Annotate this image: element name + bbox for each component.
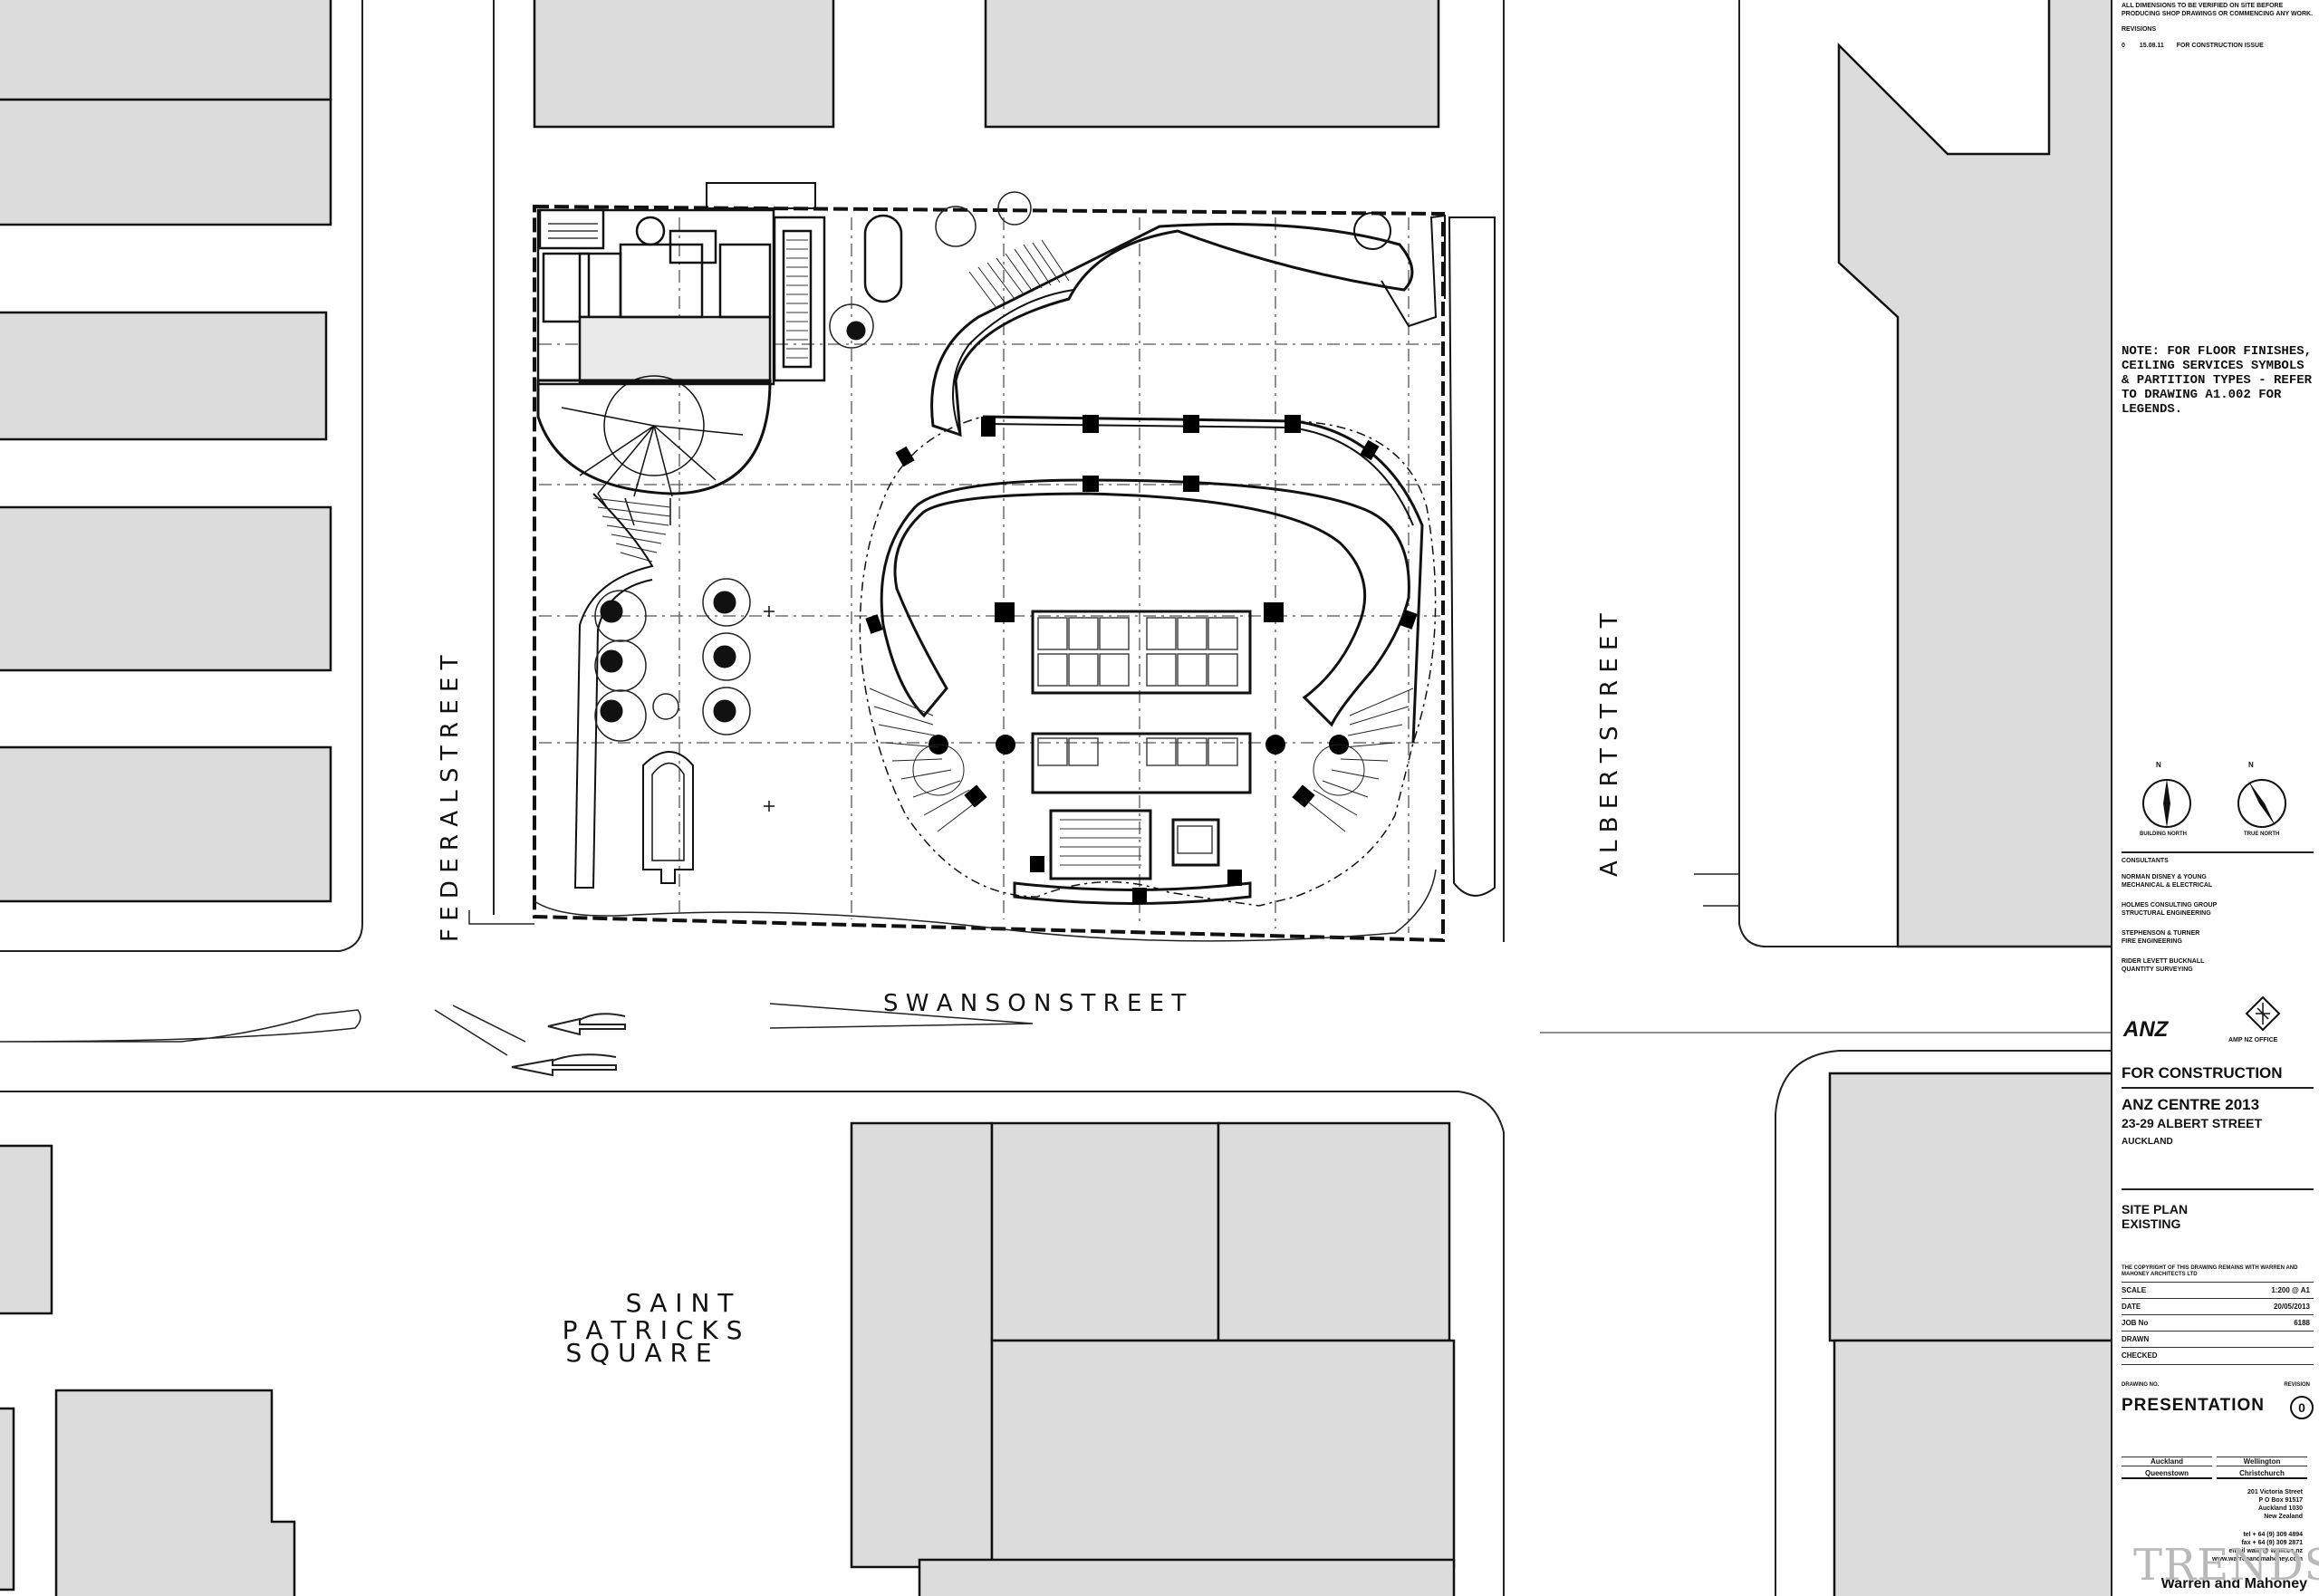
building-block [0,311,328,441]
consultant-name: NORMAN DISNEY & YOUNG [2122,874,2207,880]
revision-entry: 0 15.08.11 FOR CONSTRUCTION ISSUE [2122,42,2314,50]
client-logos: ANZ AMP NZ OFFICE [2122,992,2314,1055]
building-block [984,0,1440,129]
building-block [918,1558,1456,1596]
consultant-item: RIDER LEVETT BUCKNALL QUANTITY SURVEYING [2122,957,2314,974]
consultant-name: RIDER LEVETT BUCKNALL [2122,958,2205,965]
building-block [54,1389,296,1596]
building-block [0,0,332,101]
amp-logo-text: AMP NZ OFFICE [2228,1037,2278,1043]
office-christchurch: Christchurch [2217,1469,2307,1479]
north-arrows: N N BUILDING NORTH TRUE NORTH [2122,761,2314,844]
drawing-no-label: DRAWING NO. [2122,1382,2160,1388]
true-north-letter: N [2248,761,2254,769]
amp-logo-icon [2245,995,2281,1032]
consultant-item: STEPHENSON & TURNER FIRE ENGINEERING [2122,929,2314,946]
building-block [990,1121,1220,1342]
office-queenstown: Queenstown [2122,1469,2212,1479]
title-block: ALL DIMENSIONS TO BE VERIFIED ON SITE BE… [2111,0,2319,1596]
field-row-drawn: DRAWN [2122,1331,2314,1348]
status-label: FOR CONSTRUCTION [2122,1064,2283,1082]
building-block [533,0,835,129]
consultant-role: MECHANICAL & ELECTRICAL [2122,882,2213,889]
consultant-name: HOLMES CONSULTING GROUP [2122,902,2218,909]
revision-description: FOR CONSTRUCTION ISSUE [2176,43,2264,49]
firm-address: 201 Victoria Street P O Box 91517 Auckla… [2247,1489,2303,1520]
consultant-role: STRUCTURAL ENGINEERING [2122,910,2211,917]
building-block [1833,1339,2111,1596]
drawing-note: NOTE: FOR FLOOR FINISHES, CEILING SERVIC… [2122,344,2313,417]
building-block [0,745,332,903]
drawing-title-line1: SITE PLAN [2122,1202,2189,1216]
north-label: N [2156,761,2161,769]
tower-outline [859,416,1437,907]
revisions-label: REVISIONS [2122,26,2157,33]
building-block [0,505,332,672]
revision-field-label: REVISION [2284,1382,2310,1388]
building-block [0,98,332,226]
consultant-item: NORMAN DISNEY & YOUNG MECHANICAL & ELECT… [2122,873,2314,889]
firm-name: Warren and Mahoney [2160,1576,2307,1591]
anz-logo: ANZ [2123,1017,2169,1042]
building-block [850,1121,994,1569]
revision-date: 15.08.11 [2139,43,2164,49]
saint-patricks-square-label-line3: S Q U A R E [565,1338,711,1368]
project-name: ANZ CENTRE 2013 [2122,1096,2260,1113]
watermark: TRENDS [2133,1540,2319,1591]
revision-number-badge: 0 [2290,1396,2314,1419]
firm-contacts: tel + 64 (9) 309 4894 fax + 64 (9) 309 2… [2212,1532,2303,1562]
copyright-text: THE COPYRIGHT OF THIS DRAWING REMAINS WI… [2122,1265,2298,1277]
consultant-item: HOLMES CONSULTING GROUP STRUCTURAL ENGIN… [2122,901,2314,918]
building-block [990,1339,1456,1569]
building-north-label: BUILDING NORTH [2140,832,2187,837]
building-block [0,1144,53,1315]
consultant-role: QUANTITY SURVEYING [2122,966,2193,973]
office-auckland: Auckland [2122,1457,2212,1466]
swanson-street-label: S W A N S O N S T R E E T [883,990,1186,1017]
consultant-role: FIRE ENGINEERING [2122,938,2182,945]
building-block [1217,1121,1451,1342]
saint-patricks-square-label-line2: P A T R I C K S [563,1315,743,1345]
field-row-checked: CHECKED [2122,1347,2314,1365]
consultants-label: CONSULTANTS [2122,858,2169,864]
building-block [0,1407,15,1591]
disclaimer-text: ALL DIMENSIONS TO BE VERIFIED ON SITE BE… [2122,3,2314,17]
federal-street-label: F E D E R A L S T R E E T [437,655,464,942]
revision-number: 0 [2122,43,2125,49]
office-wellington: Wellington [2217,1457,2307,1466]
project-address: 23-29 ALBERT STREET [2122,1116,2263,1130]
drawing-number: PRESENTATION [2122,1396,2266,1415]
consultant-name: STEPHENSON & TURNER [2122,930,2200,937]
saint-patricks-square-label-line1: S A I N T [626,1288,735,1318]
site-plan-drawing: F E D E R A L S T R E E T A L B E R T S … [0,0,2111,1596]
north-arrow-icon [2142,779,2286,828]
albert-street-label: A L B E R T S T R E E T [1596,613,1623,877]
true-north-label: TRUE NORTH [2244,832,2280,837]
site-boundary [533,204,1445,943]
building-block [1828,1072,2111,1342]
building-block [1837,0,2111,948]
project-city: AUCKLAND [2122,1137,2173,1147]
drawing-title-line2: EXISTING [2122,1216,2181,1231]
